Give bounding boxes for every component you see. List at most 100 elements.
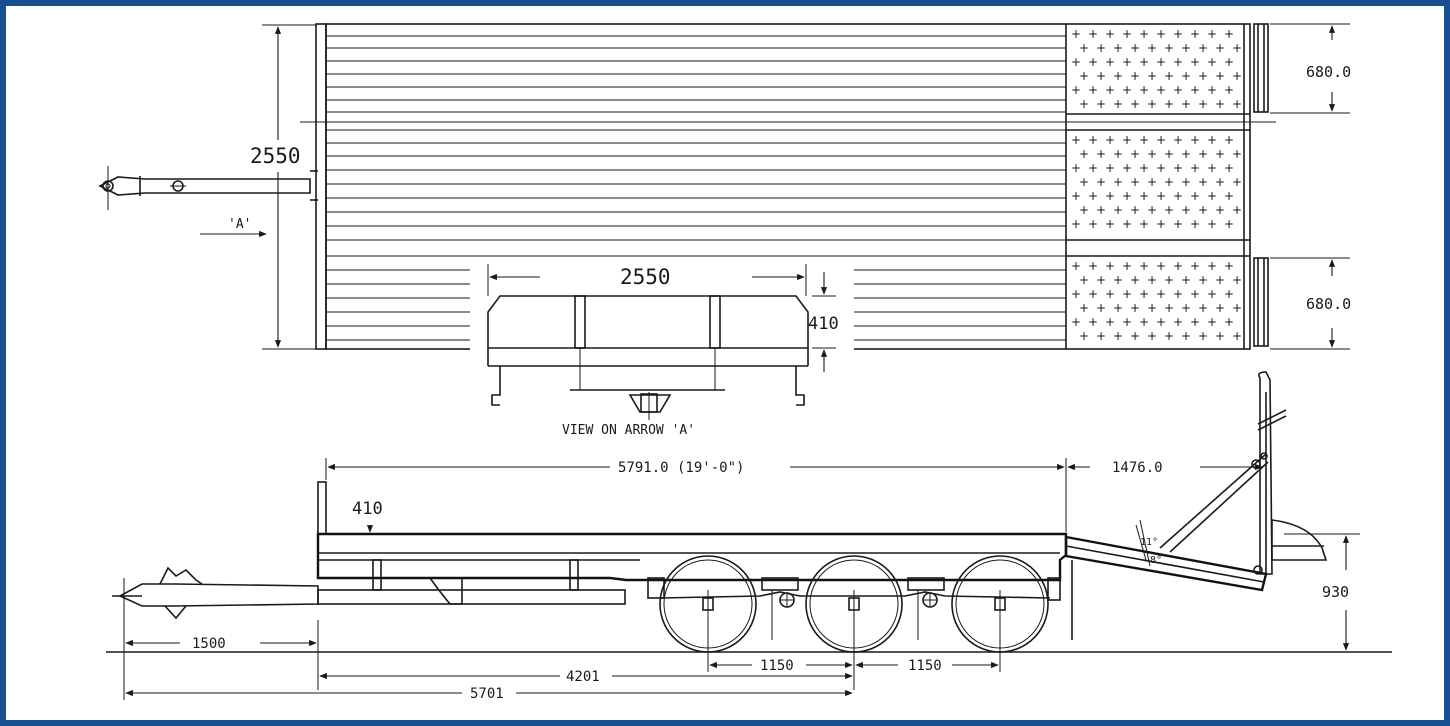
drawbar-length-text: 1500 — [192, 636, 226, 652]
plus-mark: + — [1147, 329, 1157, 343]
plus-mark: + — [1190, 259, 1200, 273]
plus-mark: + — [1215, 175, 1225, 189]
plus-mark: + — [1207, 161, 1217, 175]
overall-height-dimension: 930 — [1284, 533, 1360, 651]
plus-mark: + — [1190, 55, 1200, 69]
plus-mark: + — [1198, 41, 1208, 55]
plus-mark: + — [1071, 287, 1081, 301]
plus-mark: + — [1164, 97, 1174, 111]
plus-mark: + — [1207, 315, 1217, 329]
plus-mark: + — [1079, 69, 1089, 83]
axle-spacing-1-text: 1150 — [760, 658, 794, 674]
overall-axle-dimension: 5701 — [123, 660, 853, 702]
plus-mark: + — [1232, 69, 1242, 83]
plus-mark: + — [1207, 259, 1217, 273]
plus-mark: + — [1079, 147, 1089, 161]
plus-mark: + — [1088, 189, 1098, 203]
view-arrow-a: 'A' — [200, 217, 267, 238]
plus-mark: + — [1139, 259, 1149, 273]
plus-mark: + — [1190, 27, 1200, 41]
plus-mark: + — [1105, 217, 1115, 231]
plus-mark: + — [1164, 301, 1174, 315]
arrow-a-label: 'A' — [228, 217, 251, 232]
plus-mark: + — [1096, 301, 1106, 315]
plus-mark: + — [1156, 287, 1166, 301]
plus-mark: + — [1139, 133, 1149, 147]
plus-mark: + — [1190, 287, 1200, 301]
plus-mark: + — [1198, 203, 1208, 217]
plan-deck-boards — [326, 35, 1066, 341]
plus-mark: + — [1198, 329, 1208, 343]
plus-mark: + — [1130, 273, 1140, 287]
plus-mark: + — [1139, 217, 1149, 231]
end-view-height-text: 410 — [808, 314, 839, 334]
plus-mark: + — [1122, 83, 1132, 97]
plus-mark: + — [1224, 259, 1234, 273]
plus-mark: + — [1207, 55, 1217, 69]
plan-drawbar — [98, 166, 318, 210]
plus-mark: + — [1156, 133, 1166, 147]
plus-mark: + — [1105, 259, 1115, 273]
plus-mark: + — [1224, 287, 1234, 301]
plus-mark: + — [1164, 273, 1174, 287]
plus-mark: + — [1181, 147, 1191, 161]
plus-mark: + — [1130, 301, 1140, 315]
side-view: 5791.0 (19'-0") 1476.0 410 — [106, 371, 1392, 702]
plus-mark: + — [1232, 329, 1242, 343]
headboard-height-text: 410 — [352, 499, 383, 519]
plus-mark: + — [1105, 83, 1115, 97]
plus-mark: + — [1088, 287, 1098, 301]
plus-mark: + — [1156, 189, 1166, 203]
plus-mark: + — [1147, 147, 1157, 161]
plus-mark: + — [1173, 55, 1183, 69]
plus-mark: + — [1113, 301, 1123, 315]
plus-mark: + — [1139, 83, 1149, 97]
overall-height-text: 930 — [1322, 583, 1349, 601]
plus-mark: + — [1122, 133, 1132, 147]
plus-mark: + — [1105, 315, 1115, 329]
ramp-width-dimension-top: 680.0 — [1270, 23, 1351, 114]
ramp-angle-top-text: 11° — [1140, 537, 1158, 548]
plus-mark: + — [1164, 41, 1174, 55]
plus-mark: + — [1156, 315, 1166, 329]
plus-mark: + — [1224, 55, 1234, 69]
plus-mark: + — [1130, 203, 1140, 217]
plus-mark: + — [1088, 133, 1098, 147]
plus-mark: + — [1105, 55, 1115, 69]
plan-view: 'A' 2550 +++++++++++++++++++++++++++++++… — [98, 23, 1351, 350]
plus-mark: + — [1105, 287, 1115, 301]
plus-mark: + — [1232, 301, 1242, 315]
plus-mark: + — [1130, 175, 1140, 189]
plus-mark: + — [1181, 69, 1191, 83]
plus-mark: + — [1147, 301, 1157, 315]
plus-mark: + — [1156, 27, 1166, 41]
plus-mark: + — [1130, 41, 1140, 55]
drawbar-length-dimension: 1500 — [125, 620, 319, 690]
plus-mark: + — [1215, 273, 1225, 287]
plus-mark: + — [1079, 97, 1089, 111]
plus-mark: + — [1207, 217, 1217, 231]
plus-mark: + — [1096, 147, 1106, 161]
plus-mark: + — [1113, 69, 1123, 83]
plus-mark: + — [1071, 55, 1081, 69]
plus-mark: + — [1156, 259, 1166, 273]
plus-mark: + — [1207, 27, 1217, 41]
plus-mark: + — [1113, 175, 1123, 189]
deck-length-text: 5791.0 (19'-0") — [618, 460, 744, 476]
plus-mark: + — [1181, 203, 1191, 217]
deck-length-dimension: 5791.0 (19'-0") — [325, 458, 1067, 532]
end-view: 2550 410 VIEW ON ARROW 'A' — [470, 258, 854, 438]
plus-mark: + — [1071, 133, 1081, 147]
plus-mark: + — [1130, 97, 1140, 111]
plus-mark: + — [1190, 217, 1200, 231]
plus-mark: + — [1147, 273, 1157, 287]
plus-mark: + — [1215, 301, 1225, 315]
plus-mark: + — [1071, 27, 1081, 41]
to-axle-dimension: 4201 — [319, 669, 853, 685]
end-view-width-text: 2550 — [620, 265, 671, 289]
headboard: 410 — [317, 481, 383, 535]
plus-mark: + — [1122, 315, 1132, 329]
plus-mark: + — [1122, 189, 1132, 203]
plus-mark: + — [1071, 315, 1081, 329]
